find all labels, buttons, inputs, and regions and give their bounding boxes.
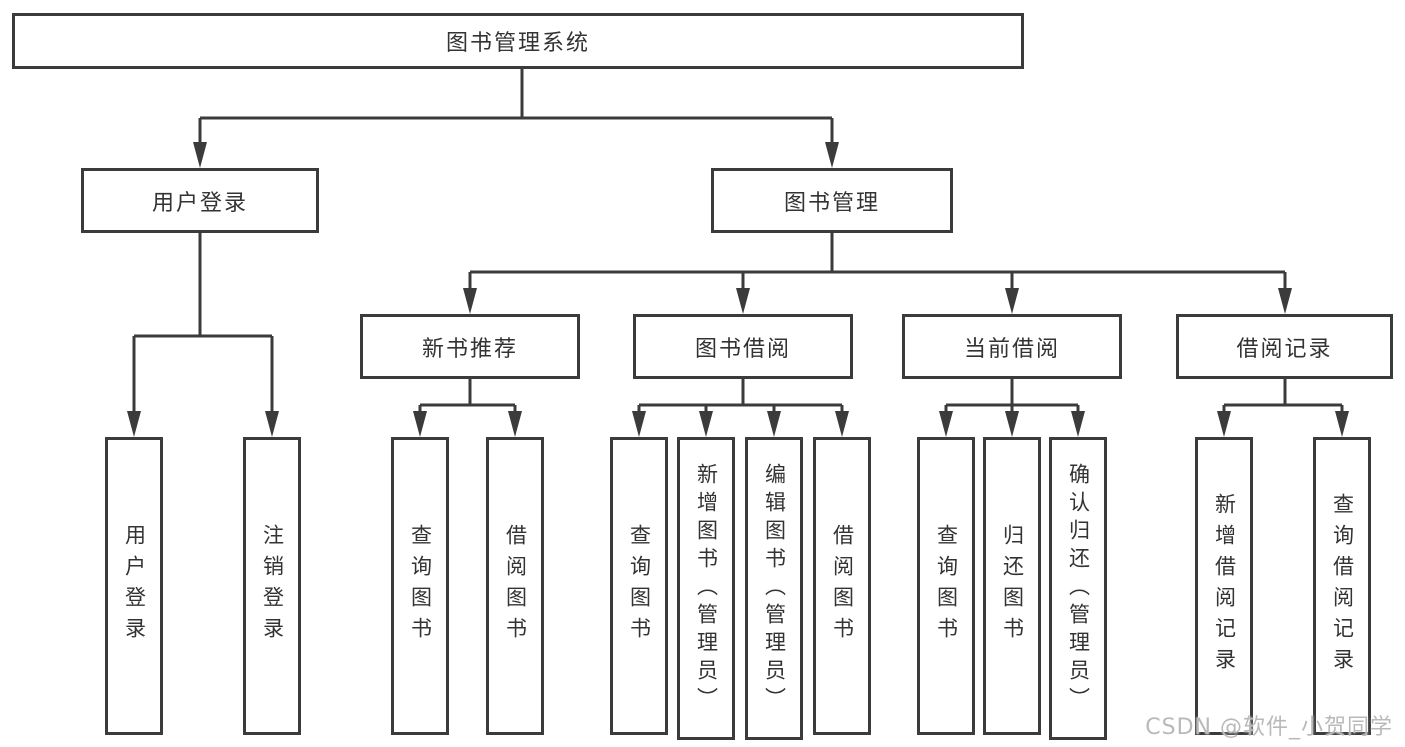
leaf-return-book-label: 归还图书 xyxy=(1000,524,1025,648)
leaf-query-books-borrow-label: 查询图书 xyxy=(627,524,652,648)
connector-book-borrow xyxy=(632,379,849,437)
node-current-borrow: 当前借阅 xyxy=(902,314,1122,379)
leaf-borrow-books-label: 借阅图书 xyxy=(830,524,855,648)
leaf-edit-book-admin: 编辑图书（管理员） xyxy=(745,437,803,740)
connector-current-borrow xyxy=(939,379,1085,437)
node-current-borrow-label: 当前借阅 xyxy=(963,336,1060,362)
connector-new-book-recommend xyxy=(413,379,522,437)
connector-root xyxy=(193,69,839,168)
node-borrow-record: 借阅记录 xyxy=(1176,314,1393,379)
leaf-add-book-admin: 新增图书（管理员） xyxy=(677,437,735,740)
node-book-borrow: 图书借阅 xyxy=(633,314,853,379)
leaf-borrow-books: 借阅图书 xyxy=(813,437,871,735)
node-root-label: 图书管理系统 xyxy=(445,31,590,56)
leaf-query-books-current-label: 查询图书 xyxy=(934,524,959,648)
node-user-login: 用户登录 xyxy=(81,168,319,233)
leaf-edit-book-admin-label: 编辑图书（管理员） xyxy=(762,462,787,715)
connector-book-management xyxy=(463,233,1292,314)
leaf-add-borrow-record: 新增借阅记录 xyxy=(1195,437,1253,735)
node-book-management: 图书管理 xyxy=(711,168,953,233)
node-new-book-recommend-label: 新书推荐 xyxy=(421,336,518,362)
leaf-return-book: 归还图书 xyxy=(983,437,1041,735)
leaf-add-book-admin-label: 新增图书（管理员） xyxy=(694,462,719,715)
connector-borrow-record xyxy=(1217,379,1349,437)
leaf-logout-label: 注销登录 xyxy=(260,524,285,648)
leaf-user-login-label: 用户登录 xyxy=(122,524,147,648)
node-book-management-label: 图书管理 xyxy=(783,190,880,216)
node-root: 图书管理系统 xyxy=(12,13,1024,69)
node-new-book-recommend: 新书推荐 xyxy=(360,314,580,379)
leaf-query-books-current: 查询图书 xyxy=(917,437,975,735)
leaf-query-borrow-record: 查询借阅记录 xyxy=(1313,437,1371,735)
leaf-query-borrow-record-label: 查询借阅记录 xyxy=(1330,493,1355,679)
leaf-confirm-return-admin-label: 确认归还（管理员） xyxy=(1066,462,1091,715)
node-user-login-label: 用户登录 xyxy=(151,190,248,216)
leaf-logout: 注销登录 xyxy=(243,437,301,735)
connector-user-login xyxy=(127,233,279,437)
leaf-confirm-return-admin: 确认归还（管理员） xyxy=(1049,437,1107,740)
node-book-borrow-label: 图书借阅 xyxy=(694,336,791,362)
node-borrow-record-label: 借阅记录 xyxy=(1236,336,1333,362)
csdn-watermark: CSDN @软件_小贺同学 xyxy=(1145,715,1393,740)
leaf-query-books-borrow: 查询图书 xyxy=(610,437,668,735)
leaf-add-borrow-record-label: 新增借阅记录 xyxy=(1212,493,1237,679)
leaf-query-books-recommend-label: 查询图书 xyxy=(408,524,433,648)
leaf-borrow-books-recommend: 借阅图书 xyxy=(486,437,544,735)
leaf-borrow-books-recommend-label: 借阅图书 xyxy=(503,524,528,648)
leaf-user-login: 用户登录 xyxy=(105,437,163,735)
leaf-query-books-recommend: 查询图书 xyxy=(391,437,449,735)
